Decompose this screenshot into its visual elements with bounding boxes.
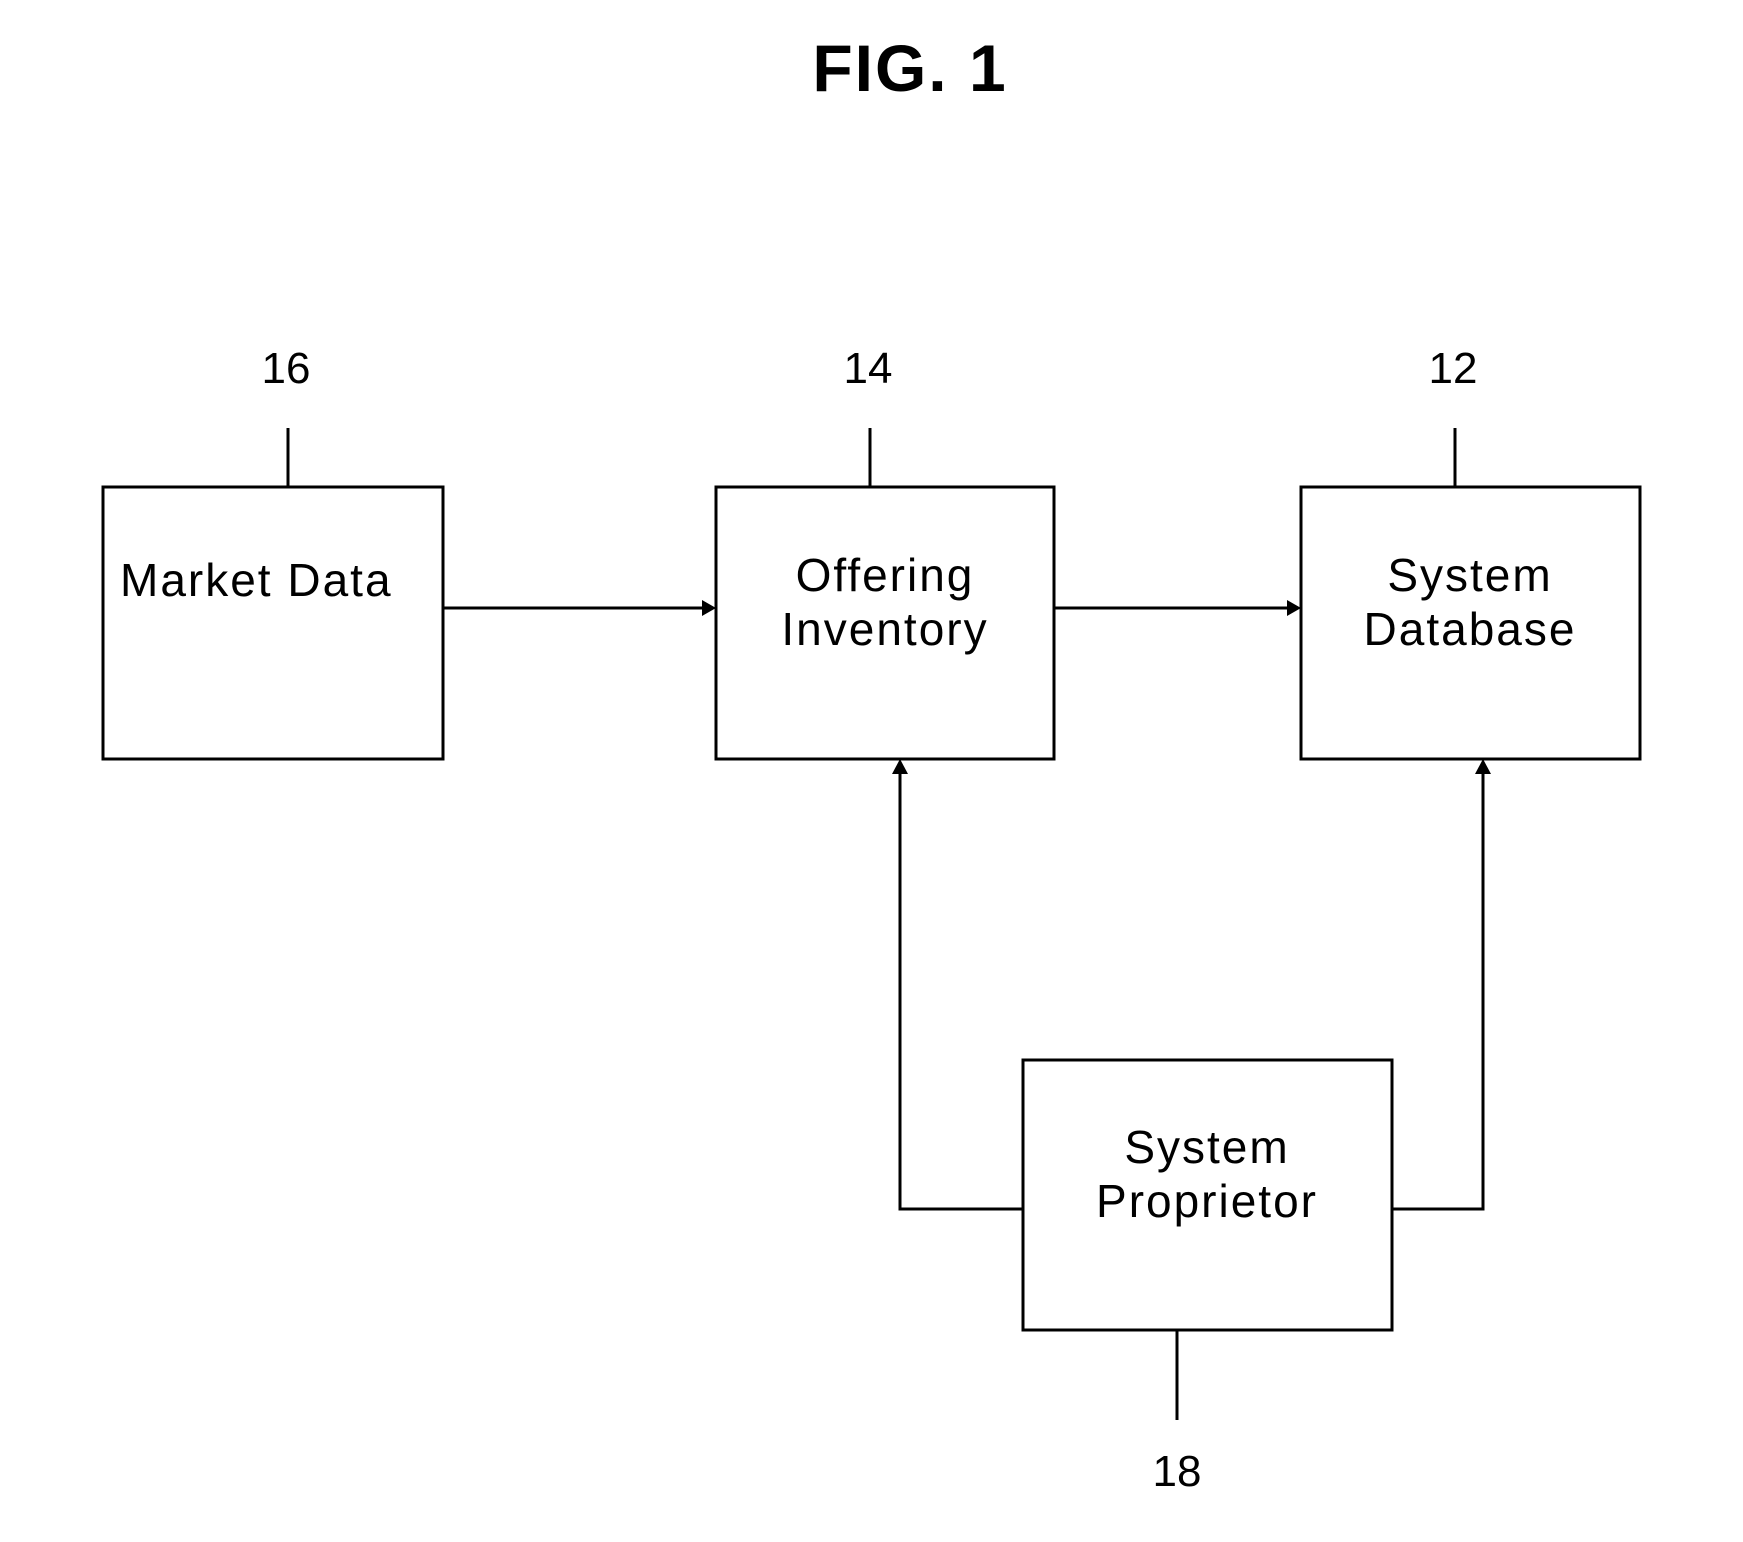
market-data-block: Market Data: [103, 487, 443, 759]
offering-inventory-ref-number: 14: [844, 344, 893, 393]
system-proprietor-label-line-1: System: [1124, 1121, 1289, 1173]
system-proprietor-block: System Proprietor: [1023, 1060, 1392, 1330]
system-database-label-line-1: System: [1387, 549, 1552, 601]
offering-inventory-label-line-1: Offering: [796, 549, 975, 601]
system-database-block: System Database: [1301, 487, 1640, 759]
arrow-system-proprietor-to-offering-inventory: [892, 759, 1023, 1209]
system-proprietor-ref-number: 18: [1153, 1447, 1202, 1496]
market-data-ref-number: 16: [262, 344, 311, 393]
system-database-label-line-2: Database: [1364, 603, 1577, 655]
market-data-label: Market Data: [120, 554, 393, 606]
market-data-box: [103, 487, 443, 759]
arrow-offering-inventory-to-system-database: [1054, 600, 1301, 616]
arrow-system-proprietor-to-system-database: [1392, 759, 1491, 1209]
system-proprietor-label-line-2: Proprietor: [1096, 1175, 1318, 1227]
arrow-market-data-to-offering-inventory: [443, 600, 716, 616]
offering-inventory-label-line-2: Inventory: [781, 603, 988, 655]
offering-inventory-block: Offering Inventory: [716, 487, 1054, 759]
system-database-ref-number: 12: [1429, 344, 1478, 393]
